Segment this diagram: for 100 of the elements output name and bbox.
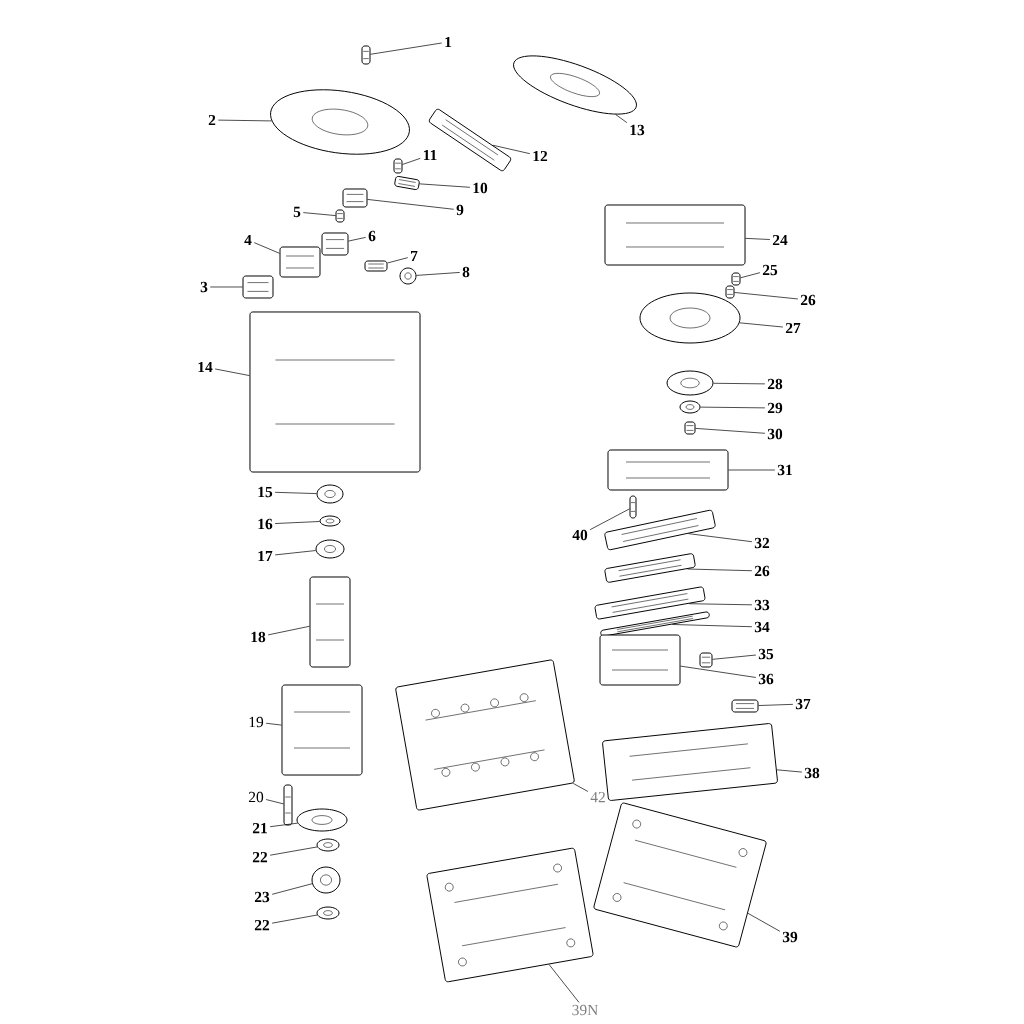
leader-line [402, 158, 421, 165]
screw-drawing [731, 272, 741, 286]
leader-line [271, 914, 318, 924]
leader-line [302, 212, 336, 216]
leader-line [269, 822, 298, 828]
leader-line [214, 368, 250, 376]
callout-number: 22 [254, 919, 270, 931]
callout-number: 1 [445, 36, 452, 48]
callout-number: 14 [198, 361, 213, 373]
callout-number: 17 [258, 550, 273, 562]
leader-line [734, 292, 799, 300]
washer-drawing [316, 906, 340, 920]
callout-number: 7 [411, 250, 418, 262]
leader-line [271, 883, 313, 895]
screw-drawing [335, 209, 345, 223]
clamp-drawing [321, 232, 349, 256]
housing-drawing [249, 311, 421, 473]
leader-line [728, 469, 776, 471]
callout-number: 11 [423, 149, 437, 161]
pad-drawing [731, 699, 759, 713]
sanding-pad-drawing [426, 847, 594, 983]
bearing-drawing [311, 866, 341, 894]
leader-line [274, 521, 320, 524]
callout-number: 12 [533, 150, 548, 162]
leader-line [672, 624, 753, 628]
fan-drawing [639, 292, 741, 344]
callout-number: 13 [630, 124, 645, 136]
screw-drawing [684, 421, 696, 435]
callout-number: 38 [804, 767, 820, 779]
leader-line [712, 654, 757, 660]
clamp-drawing [394, 175, 420, 191]
sleeve-drawing [699, 652, 713, 668]
leader-line [572, 783, 589, 792]
plate-drawing [296, 808, 348, 832]
callout-number: 3 [200, 281, 208, 293]
leader-line [265, 799, 284, 805]
leader-line [740, 272, 761, 279]
base-frame-drawing [604, 204, 746, 266]
leader-line [688, 603, 753, 606]
callout-number: 32 [754, 537, 770, 549]
top-cover-drawing [270, 89, 410, 155]
callout-number: 31 [777, 464, 792, 476]
rail-drawing [604, 553, 696, 583]
capacitor-drawing [242, 275, 274, 299]
callout-number: 18 [251, 631, 266, 643]
leader-line [548, 964, 580, 1003]
sanding-pad-drawing [593, 802, 767, 948]
clip-drawing [364, 260, 388, 272]
pin-drawing [629, 495, 637, 519]
leader-line [209, 286, 243, 288]
sanding-sheet-drawing [395, 659, 575, 811]
callout-number: 42 [590, 791, 605, 803]
callout-number: 39N [572, 1004, 598, 1016]
callout-number: 5 [293, 206, 301, 218]
leader-line [747, 912, 781, 932]
bracket-drawing [607, 449, 729, 491]
leader-line [269, 846, 318, 856]
callout-number: 10 [473, 182, 488, 194]
callout-number: 6 [368, 230, 376, 242]
callout-number: 36 [758, 673, 774, 685]
washer-drawing [316, 838, 340, 852]
callout-number: 25 [762, 264, 778, 276]
leader-line [589, 508, 630, 530]
callout-number: 35 [758, 648, 774, 660]
leader-line [695, 428, 766, 434]
screw-drawing [361, 45, 371, 65]
screw-drawing [725, 285, 735, 299]
leader-line [387, 257, 409, 264]
callout-number: 34 [754, 621, 770, 633]
leader-line [776, 769, 803, 773]
washer-drawing [319, 515, 341, 527]
leader-line [615, 114, 628, 123]
armature-drawing [309, 576, 351, 668]
block-drawing [342, 188, 368, 208]
leader-line [416, 272, 461, 276]
washer-drawing [679, 400, 701, 414]
leader-line [680, 665, 757, 678]
leader-line [758, 704, 794, 706]
callout-number: 4 [244, 234, 252, 246]
fan-housing-drawing [281, 684, 363, 776]
wire-clamp-drawing [599, 634, 681, 686]
rail-drawing [594, 586, 706, 620]
leader-line [419, 183, 471, 188]
leader-line [688, 533, 753, 543]
callout-number: 22 [252, 851, 268, 863]
callout-number: 2 [208, 114, 216, 126]
callout-number: 39 [782, 931, 798, 943]
callout-number: 8 [462, 266, 470, 278]
leader-line [265, 722, 282, 726]
leader-line [274, 550, 317, 556]
callout-number: 26 [754, 565, 770, 577]
bearing-drawing [315, 539, 345, 559]
callout-number: 26 [800, 294, 816, 306]
leader-line [348, 237, 367, 242]
leader-line [253, 242, 280, 254]
callout-number: 20 [248, 791, 264, 803]
leader-line [274, 491, 317, 494]
switch-drawing [279, 246, 321, 278]
callout-number: 16 [258, 518, 273, 530]
leader-line [700, 406, 766, 409]
